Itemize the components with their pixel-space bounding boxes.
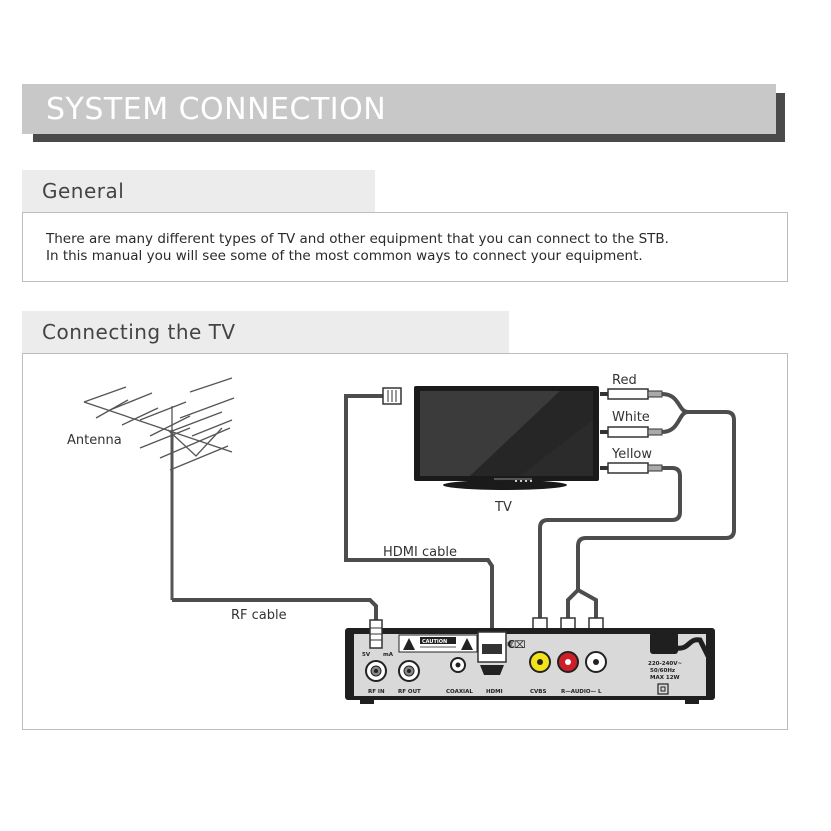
caution-text: CAUTION bbox=[422, 639, 447, 645]
power-cord-icon bbox=[650, 632, 711, 658]
yellow-plug-label: Yellow bbox=[611, 447, 652, 462]
antenna-icon bbox=[83, 377, 235, 600]
rf-out-label: RF OUT bbox=[398, 689, 421, 695]
rf-cable bbox=[172, 598, 378, 626]
hdmi-cable-label: HDMI cable bbox=[383, 545, 457, 560]
general-box bbox=[22, 212, 788, 282]
white-plug-label: White bbox=[612, 410, 650, 425]
power-line-3: MAX 12W bbox=[650, 675, 680, 681]
red-plug-label: Red bbox=[612, 373, 637, 388]
general-text: There are many different types of TV and… bbox=[46, 231, 669, 265]
general-line-1: There are many different types of TV and… bbox=[46, 231, 669, 247]
rf-in-label: RF IN bbox=[368, 689, 385, 695]
rf-out-port bbox=[398, 660, 420, 682]
hdmi-port bbox=[477, 631, 507, 675]
page-title: SYSTEM CONNECTION bbox=[22, 84, 776, 134]
audio-cable bbox=[566, 392, 736, 620]
coaxial-label: COAXIAL bbox=[446, 689, 473, 695]
tv-label: TV bbox=[494, 500, 512, 515]
audio-r-jack bbox=[557, 651, 579, 673]
rf-in-note-suffix: mA bbox=[383, 652, 394, 658]
hdmi-port-label: HDMI bbox=[486, 689, 503, 695]
power-line-1: 220-240V~ bbox=[648, 661, 683, 667]
double-insulation-icon bbox=[657, 683, 669, 695]
rf-in-note: 5V bbox=[362, 652, 371, 658]
general-line-2: In this manual you will see some of the … bbox=[46, 248, 643, 264]
weee-mark-icon: ⌧ bbox=[514, 640, 526, 651]
power-line-2: 50/60Hz bbox=[650, 668, 675, 674]
rf-in-port bbox=[365, 619, 387, 682]
cvbs-jack bbox=[529, 651, 551, 673]
general-heading: General bbox=[22, 170, 375, 212]
audio-l-jack bbox=[585, 651, 607, 673]
caution-label-icon bbox=[398, 634, 478, 653]
cvbs-label: CVBS bbox=[530, 689, 546, 695]
audio-label: R—AUDIO— L bbox=[561, 689, 602, 695]
hdmi-cable bbox=[344, 394, 494, 634]
tv-icon bbox=[414, 386, 599, 490]
connecting-heading: Connecting the TV bbox=[22, 311, 509, 353]
video-cable bbox=[538, 466, 682, 620]
rf-cable-label: RF cable bbox=[231, 608, 287, 623]
coaxial-port bbox=[450, 657, 466, 673]
antenna-label: Antenna bbox=[67, 433, 122, 448]
